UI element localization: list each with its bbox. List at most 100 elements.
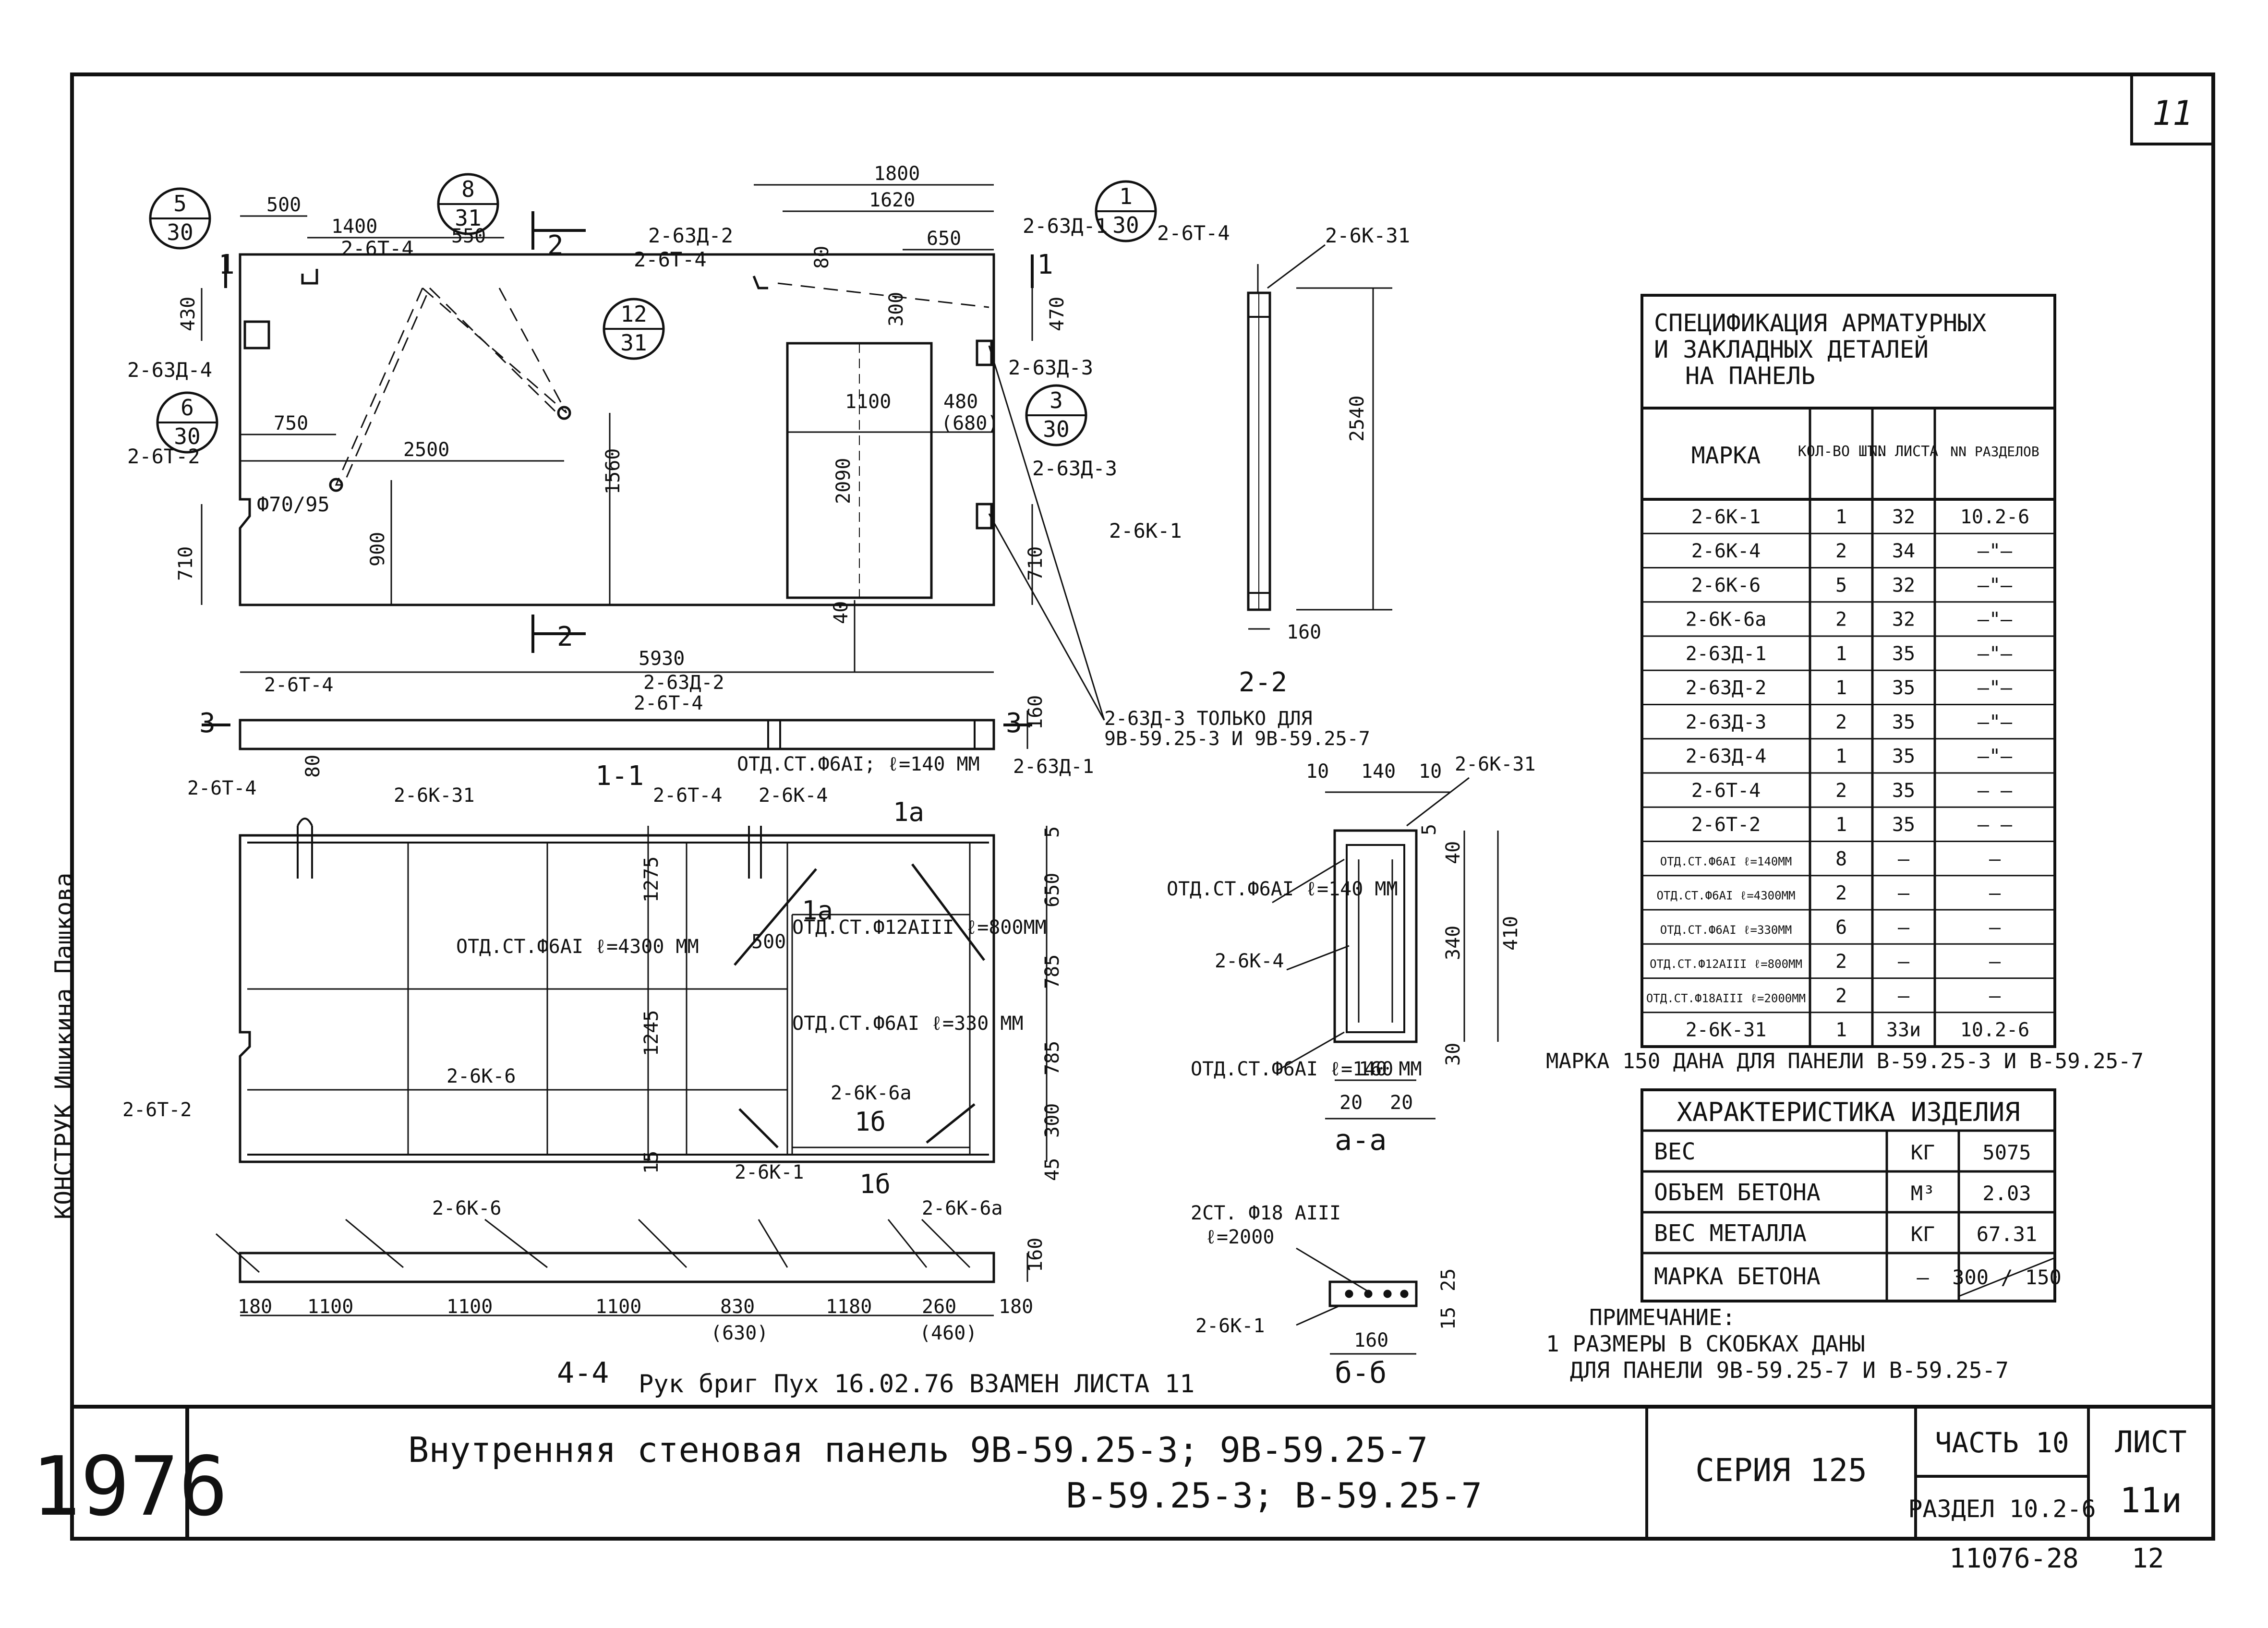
spec-header-sheet: NN ЛИСТА [1869,443,1939,460]
svg-text:30: 30 [1442,1043,1464,1066]
section-1-1 [239,818,1048,1163]
svg-text:2-6К-31: 2-6К-31 [394,784,475,807]
svg-text:2СТ. Ф18 АIII: 2СТ. Ф18 АIII [1191,1202,1341,1224]
svg-text:1 РАЗМЕРЫ В СКОБКАХ ДАНЫ: 1 РАЗМЕРЫ В СКОБКАХ ДАНЫ [1546,1331,1865,1357]
svg-text:2-6К-6а: 2-6К-6а [831,1082,912,1104]
char-cell: 67.31 [1977,1222,2037,1246]
title-line-1: Внутренняя стеновая панель 9В-59.25-3; 9… [408,1430,1428,1470]
svg-text:1100: 1100 [446,1296,493,1318]
svg-text:500: 500 [266,194,301,216]
section-1-1-title: 1-1 [595,760,644,792]
spec-cell: — [1989,917,2001,939]
svg-text:1180: 1180 [826,1296,872,1318]
margin-note: КОНСТРУК Ишикина Пашкова [50,873,78,1219]
title-block: 1976 Внутренняя стеновая панель 9В-59.25… [31,1405,2213,1574]
spec-cell: 5 [1835,574,1847,596]
section-4-4 [216,1218,1028,1316]
char-cell: ВЕС [1654,1138,1696,1165]
spec-cell: —"— [1978,609,2013,631]
svg-text:6: 6 [181,395,194,421]
callout-8-31: 8 31 [437,173,499,235]
svg-text:2-6Т-4: 2-6Т-4 [653,784,723,807]
callout-5-30: 5 30 [149,187,211,250]
svg-text:1620: 1620 [869,189,915,211]
svg-text:3: 3 [199,708,216,739]
svg-text:9В-59.25-3 И 9В-59.25-7: 9В-59.25-3 И 9В-59.25-7 [1104,728,1370,750]
svg-text:2: 2 [557,621,573,652]
label: 2-6К-1 [1109,519,1182,543]
section-marks: 1 1 2 2 2-2 [218,230,1287,698]
char-cell: ОБЪЕМ БЕТОНА [1654,1179,1821,1206]
svg-text:1800: 1800 [874,163,920,185]
svg-text:1а: 1а [802,895,833,926]
note: ПРИМЕЧАНИЕ: 1 РАЗМЕРЫ В СКОБКАХ ДАНЫ ДЛЯ… [1546,1304,2009,1383]
spec-cell: — [1989,951,2001,973]
spec-cell: —"— [1978,677,2013,699]
callout-1-30: 1 30 [1095,180,1157,242]
spec-table [1641,294,2056,1048]
sheet-label: ЛИСТ [2115,1424,2186,1459]
spec-cell: ОТД.СТ.Ф6АI ℓ=330ММ [1660,923,1792,937]
spec-cell: 2-6К-4 [1691,540,1761,562]
spec-cell: 2 [1835,951,1847,973]
svg-text:2-6Т-4: 2-6Т-4 [187,777,257,799]
spec-cell: 2-63Д-2 [1686,677,1767,699]
spec-cell: 1 [1835,643,1847,665]
char-table [1641,1088,2056,1302]
svg-text:20: 20 [1339,1092,1363,1114]
section-a-a-labels: а-а 2-6К-31 ОТД.СТ.Ф6АI ℓ=140 ММ 2-6К-4 … [1167,753,1536,1157]
label: 2-63Д-1 [1023,214,1108,238]
svg-text:30: 30 [174,423,200,449]
label: 2-6К-31 [1325,224,1410,247]
svg-text:260: 260 [922,1296,956,1318]
spec-cell: ОТД.СТ.Ф12АIII ℓ=800ММ [1650,957,1802,971]
label: 2-63Д-3 [1032,457,1117,480]
svg-text:650: 650 [927,228,961,250]
svg-text:31: 31 [620,330,647,356]
svg-text:1245: 1245 [640,1010,663,1056]
svg-text:80: 80 [302,755,324,778]
part: ЧАСТЬ 10 [1935,1426,2069,1459]
svg-text:ОТД.СТ.Ф6АI; ℓ=140 ММ: ОТД.СТ.Ф6АI; ℓ=140 ММ [737,753,980,775]
svg-text:2-6Т-2: 2-6Т-2 [122,1099,192,1121]
spec-cell: 1 [1835,677,1847,699]
spec-cell: —"— [1978,711,2013,733]
spec-cell: — [1989,882,2001,904]
svg-text:480: 480 [943,391,978,413]
label: 2-6Т-4 [341,237,414,260]
spec-cell: 1 [1835,506,1847,528]
spec-cell: 35 [1892,814,1915,836]
svg-text:40: 40 [1442,841,1464,864]
svg-text:12: 12 [620,301,647,327]
spec-cell: 2 [1835,540,1847,562]
spec-cell: 32 [1892,574,1915,596]
section-1-1-labels: 1-1 2-6Т-4 2-6К-31 2-6Т-4 2-6К-4 1а 1а О… [122,760,1063,1199]
svg-text:5: 5 [1418,824,1440,835]
spec-header-mark: МАРКА [1691,442,1761,469]
svg-text:1100: 1100 [845,391,891,413]
svg-text:2540: 2540 [1346,396,1368,442]
sheet-number: 11и [2120,1480,2182,1520]
section-a-a [1272,777,1499,1120]
svg-text:ℓ=2000: ℓ=2000 [1205,1226,1274,1248]
svg-text:1: 1 [218,249,235,280]
spec-cell: 35 [1892,780,1915,802]
label: 2-6Т-4 [634,248,707,271]
spec-cell: — [1898,917,1910,939]
section: РАЗДЕЛ 10.2-6 [1908,1495,2096,1523]
svg-text:2-6К-1: 2-6К-1 [1195,1315,1265,1337]
spec-cell: — [1898,882,1910,904]
char-cell: — [1917,1266,1929,1289]
svg-text:ПРИМЕЧАНИЕ:: ПРИМЕЧАНИЕ: [1589,1304,1736,1330]
section-4-4-labels: 4-4 2-6К-6 2-6К-6а 180 1100 1100 1100 83… [238,1197,1047,1390]
svg-text:1б: 1б [859,1169,891,1199]
svg-text:1100: 1100 [307,1296,353,1318]
spec-footnote: МАРКА 150 ДАНА ДЛЯ ПАНЕЛИ В-59.25-3 И В-… [1546,1049,2144,1073]
svg-text:80: 80 [811,246,833,269]
year: 1976 [31,1439,228,1534]
sheet-corner-number: 11 [2152,94,2193,133]
svg-text:20: 20 [1390,1092,1413,1114]
svg-text:2-6Т-4: 2-6Т-4 [634,692,703,714]
spec-cell: 2-6К-31 [1686,1019,1767,1041]
section-4-4-title: 4-4 [557,1356,609,1390]
